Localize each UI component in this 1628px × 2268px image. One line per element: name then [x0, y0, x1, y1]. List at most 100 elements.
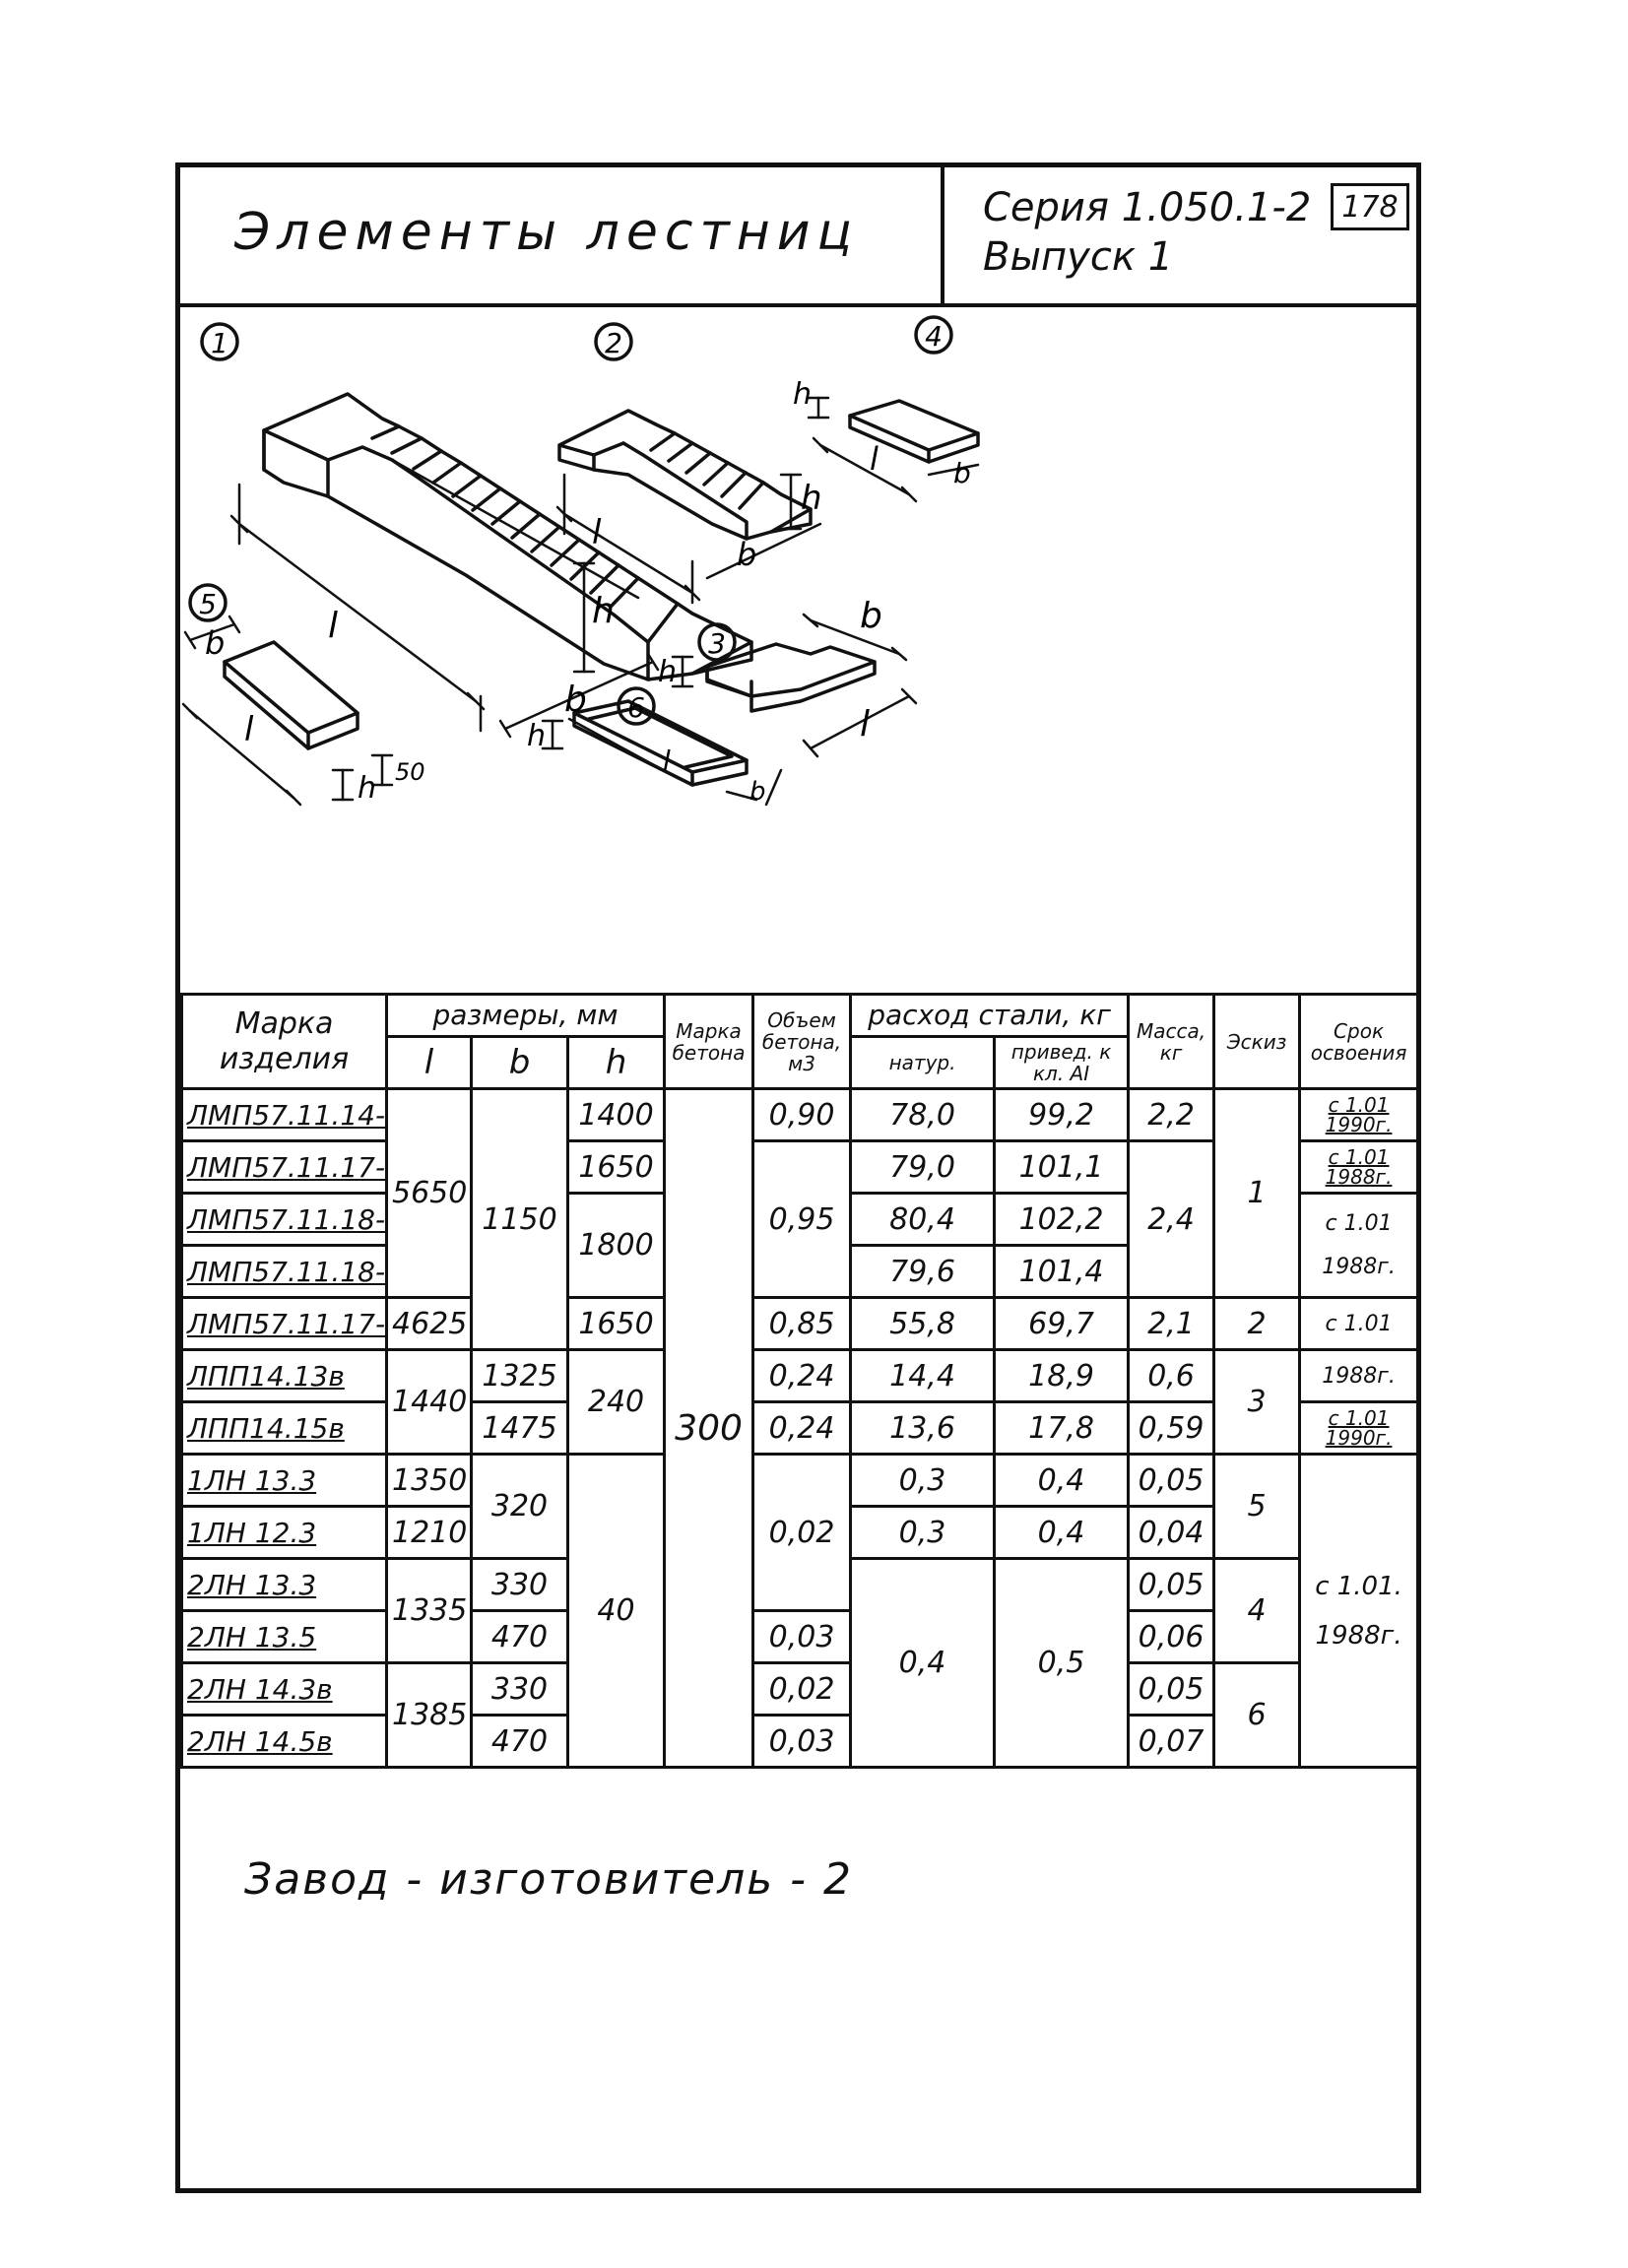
issue-label: Выпуск 1: [983, 234, 1174, 280]
title-divider: [941, 167, 944, 303]
callout-5: 5: [199, 588, 217, 620]
cell-term: с 1.01 1990г.: [1298, 1400, 1420, 1456]
cell-mass: 0,6: [1127, 1348, 1216, 1403]
plate-6-shape: [572, 699, 749, 787]
cell-b: 320: [470, 1453, 569, 1560]
dim-l-flight-2: l: [592, 513, 602, 552]
cell-mass: 0,06: [1127, 1609, 1216, 1664]
callout-6: 6: [627, 691, 645, 724]
cell-mark: 1ЛН 13.3: [180, 1453, 388, 1508]
sheet-title: Элементы лестниц: [234, 203, 859, 262]
cell-b: 1475: [470, 1400, 569, 1456]
series-label: Серия 1.050.1-2: [983, 185, 1312, 230]
stair-flight-2-shape: [557, 409, 813, 541]
stair-elements-drawing: 1 2 4 3 5 6 l h b l h b h l b b l h b l …: [181, 315, 980, 807]
cell-mass: 2,4: [1127, 1139, 1216, 1299]
cell-term: 1988г.: [1298, 1348, 1420, 1403]
header-mass: Масса, кг: [1127, 993, 1216, 1090]
cell-steel-reduced: 0,4: [993, 1505, 1131, 1560]
cell-mark: ЛМП57.11.17-5: [180, 1139, 388, 1195]
cell-b: 330: [470, 1557, 569, 1612]
header-sketch: Эскиз: [1212, 993, 1302, 1090]
cell-mark: 2ЛН 14.5в: [180, 1714, 388, 1769]
table-row: 2ЛН 14.5в 470 0,03 0,07: [180, 1714, 1418, 1769]
title-block: Элементы лестниц Серия 1.050.1-2 Выпуск …: [180, 167, 1416, 307]
table-row: ЛМП57.11.18-5-2 79,6 101,4: [180, 1244, 1418, 1299]
header-concrete-volume: Объем бетона, м3: [751, 993, 853, 1090]
plate-4-dimension-lines: [807, 396, 980, 503]
stair-flight-1-shape: [262, 392, 753, 681]
cell-term: с 1.01: [1298, 1296, 1420, 1351]
dim-l-flight-1: l: [328, 606, 338, 646]
cell-steel-reduced: 17,8: [993, 1400, 1131, 1456]
cell-mass: 0,05: [1127, 1557, 1216, 1612]
manufacturer-note: Завод - изготовитель - 2: [244, 1854, 854, 1905]
cell-steel-natural: 0,4: [849, 1557, 997, 1769]
table-row: ЛМП57.11.17-5-3 4625 1650 0,85 55,8 69,7…: [180, 1296, 1420, 1351]
dim-h-plate-6: h: [527, 719, 546, 753]
cell-term: с 1.01 1988г.: [1298, 1192, 1420, 1299]
drawing-sheet: Элементы лестниц Серия 1.050.1-2 Выпуск …: [175, 162, 1421, 2193]
cell-volume: 0,90: [751, 1087, 853, 1142]
cell-steel-natural: 55,8: [849, 1296, 997, 1351]
dim-b-flight-1: b: [564, 680, 587, 720]
cell-sketch: 4: [1212, 1557, 1302, 1664]
cell-b: 330: [470, 1661, 569, 1717]
cell-steel-natural: 79,6: [849, 1244, 997, 1299]
landing-slab-3-shape: [705, 642, 877, 713]
dim-l-plate-6: l: [663, 745, 671, 777]
cell-mark: ЛМП57.11.14-5: [180, 1087, 388, 1142]
callout-2: 2: [605, 327, 622, 359]
dim-l-tread-5: l: [244, 710, 254, 749]
cell-mark: ЛПП14.15в: [180, 1400, 388, 1456]
cell-steel-reduced: 101,4: [993, 1244, 1131, 1299]
table-row: ЛМП57.11.14-5 5650 1150 1400 300 0,90 78…: [180, 1087, 1420, 1769]
flight-1-dimension-lines: [229, 458, 660, 739]
cell-volume: 0,03: [751, 1609, 853, 1664]
cell-mass: 0,05: [1127, 1661, 1216, 1717]
cell-term: с 1.01 1988г.: [1298, 1139, 1420, 1195]
slab-3-dimension-lines: [671, 613, 918, 758]
cell-mark: 2ЛН 14.3в: [180, 1661, 388, 1717]
callout-4: 4: [925, 320, 943, 353]
dim-b-flight-2: b: [737, 536, 756, 573]
products-table-wrap: Марка изделия размеры, мм Марка бетона О…: [180, 993, 1420, 1769]
cell-volume: 0,24: [751, 1400, 853, 1456]
table-row: 2ЛН 14.3в 1385 330 0,02 0,05 6: [180, 1661, 1418, 1769]
cell-term: с 1.01 1990г.: [1298, 1087, 1420, 1142]
cell-sketch: 2: [1212, 1296, 1302, 1351]
cell-concrete-grade: 300: [663, 1087, 755, 1769]
cell-mark: 1ЛН 12.3: [180, 1505, 388, 1560]
cell-steel-natural: 78,0: [849, 1087, 997, 1142]
cell-b: 470: [470, 1609, 569, 1664]
table-row: ЛПП14.15в 1475 0,24 13,6 17,8 0,59 с 1.0…: [180, 1400, 1420, 1456]
cell-volume: 0,03: [751, 1714, 853, 1769]
products-table: Марка изделия размеры, мм Марка бетона О…: [180, 993, 1420, 1769]
cell-l: 5650: [385, 1087, 473, 1299]
flight-2-dimension-lines: [555, 473, 822, 605]
header-mark: Марка изделия: [180, 993, 388, 1090]
cell-volume: 0,02: [751, 1453, 853, 1612]
header-term: Срок освоения: [1298, 993, 1420, 1090]
callout-1: 1: [211, 327, 228, 359]
dim-h-flight-2: h: [801, 479, 822, 518]
cell-l: 1385: [385, 1661, 473, 1769]
page-number: 178: [1331, 183, 1409, 230]
dim-h-flight-1: h: [592, 591, 615, 631]
cell-l: 1440: [385, 1348, 473, 1456]
table-row: ЛМП57.11.17-5 1650 0,95 79,0 101,1 2,4 с…: [180, 1139, 1420, 1299]
cell-volume: 0,24: [751, 1348, 853, 1403]
table-row: 1ЛН 13.3 1350 320 40 0,02 0,3 0,4 0,05 5…: [180, 1453, 1420, 1769]
cell-sketch: 5: [1212, 1453, 1302, 1560]
term-line: с 1.01: [1325, 1210, 1393, 1236]
cell-mark: ЛМП57.11.18-5-1: [180, 1192, 388, 1247]
header-steel: расход стали, кг: [849, 993, 1131, 1038]
cell-steel-natural: 0,3: [849, 1505, 997, 1560]
cell-sketch: 6: [1212, 1661, 1302, 1769]
cell-mark: ЛМП57.11.17-5-3: [180, 1296, 388, 1351]
table-row: ЛМП57.11.18-5-1 1800 80,4 102,2 с 1.01 1…: [180, 1192, 1420, 1299]
cell-l: 4625: [385, 1296, 473, 1351]
header-steel-reduced: привед. к кл. AI: [993, 1035, 1131, 1090]
plate-4-shape: [848, 399, 980, 464]
cell-h: 1400: [565, 1087, 667, 1142]
